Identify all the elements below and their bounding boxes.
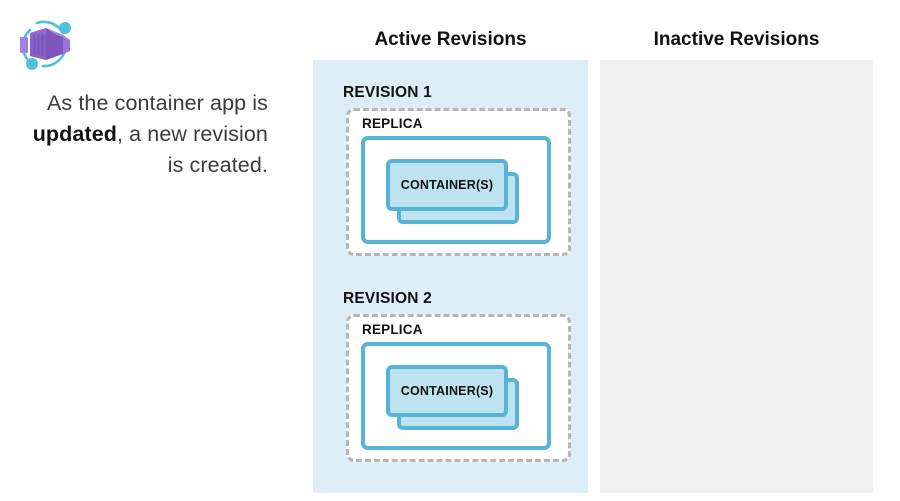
revision-title: REVISION 2 (343, 290, 432, 307)
caption-before: As the container app is (46, 91, 268, 115)
container-box-front: CONTAINER(S) (386, 365, 508, 417)
container-label: CONTAINER(S) (400, 178, 494, 192)
revision-card[interactable]: REVISION 1 REPLICA CONTAINER(S) (333, 84, 571, 264)
replica-label: REPLICA (362, 116, 423, 131)
active-revisions-panel: REVISION 1 REPLICA CONTAINER(S) REVISION… (313, 60, 588, 493)
revision-title: REVISION 1 (343, 84, 432, 101)
caption-text: As the container app is updated, a new r… (18, 88, 268, 181)
container-box-front: CONTAINER(S) (386, 159, 508, 211)
revision-card[interactable]: REVISION 2 REPLICA CONTAINER(S) (333, 290, 571, 470)
caption-emphasis: updated (32, 122, 118, 146)
inactive-revisions-heading: Inactive Revisions (653, 29, 820, 50)
inactive-revisions-panel (600, 60, 873, 493)
replica-label: REPLICA (362, 322, 423, 337)
azure-container-apps-logo-icon (13, 13, 77, 77)
pod-box: CONTAINER(S) (361, 136, 551, 244)
replica-frame: REPLICA CONTAINER(S) (346, 108, 571, 256)
explanation-column: As the container app is updated, a new r… (0, 0, 300, 501)
pod-box: CONTAINER(S) (361, 342, 551, 450)
replica-frame: REPLICA CONTAINER(S) (346, 314, 571, 462)
container-label: CONTAINER(S) (400, 384, 494, 398)
active-revisions-heading: Active Revisions (374, 29, 527, 50)
caption-after: , a new revision is created. (117, 122, 268, 177)
